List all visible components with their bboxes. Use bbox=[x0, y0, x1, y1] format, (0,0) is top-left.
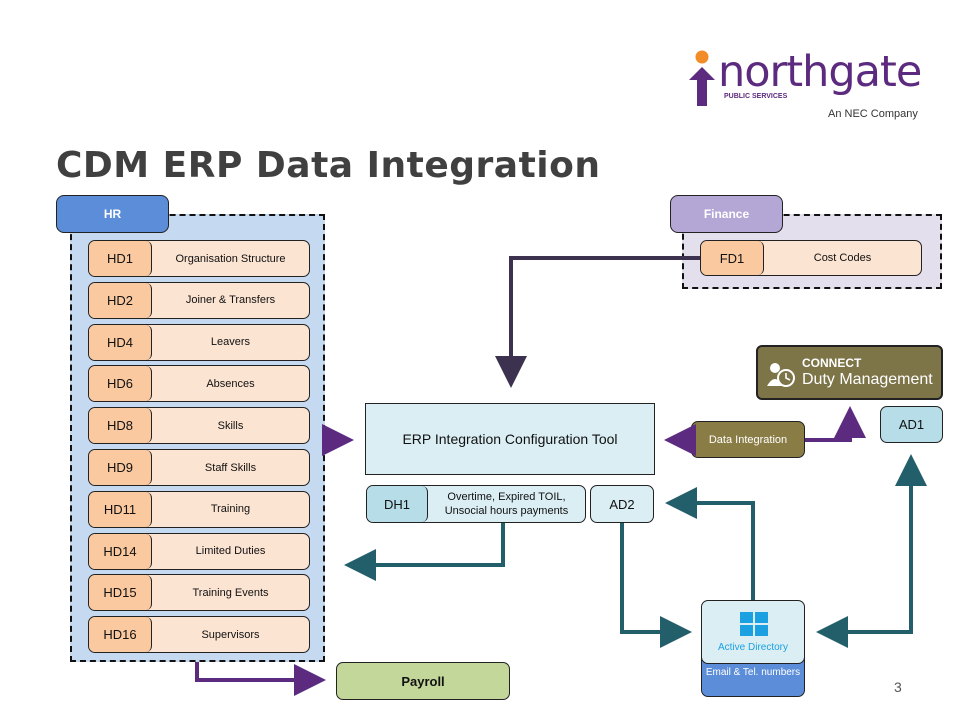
finance-item-label: Cost Codes bbox=[813, 252, 872, 264]
hr-item-code: HD1 bbox=[89, 241, 152, 276]
hr-item-code: HD9 bbox=[89, 450, 152, 485]
arrow-ad-to-ad2 bbox=[665, 487, 755, 600]
hr-item-hd8[interactable]: HD8 Skills bbox=[88, 407, 310, 445]
logo-figure-icon bbox=[689, 50, 715, 106]
connect-brand: CONNECT bbox=[802, 356, 862, 370]
ad2-box[interactable]: AD2 bbox=[590, 485, 654, 523]
payroll-box[interactable]: Payroll bbox=[336, 662, 510, 700]
hr-tab[interactable]: HR bbox=[56, 195, 169, 233]
active-directory-group[interactable]: Email & Tel. numbers Active Directory bbox=[701, 600, 805, 697]
hr-item-label: Skills bbox=[217, 419, 244, 432]
arrow-ad2-to-ad bbox=[620, 523, 692, 648]
erp-integration-tool[interactable]: ERP Integration Configuration Tool bbox=[365, 403, 655, 475]
hr-item-label: Leavers bbox=[210, 336, 251, 349]
hr-item-label: Staff Skills bbox=[204, 461, 257, 474]
logo-brand: northgate bbox=[718, 47, 922, 97]
hr-item-hd2[interactable]: HD2 Joiner & Transfers bbox=[88, 281, 310, 319]
page-number: 3 bbox=[894, 679, 902, 695]
hr-item-label: Supervisors bbox=[201, 628, 260, 641]
hr-item-code: HD16 bbox=[89, 617, 152, 653]
connect-product: Duty Management bbox=[802, 371, 933, 388]
finance-tab[interactable]: Finance bbox=[670, 195, 783, 233]
arrow-ad1-to-ad bbox=[816, 462, 913, 648]
hr-item-hd4[interactable]: HD4 Leavers bbox=[88, 323, 310, 361]
finance-item-code: FD1 bbox=[701, 241, 764, 275]
hr-item-label: Limited Duties bbox=[195, 545, 266, 558]
finance-item-fd1[interactable]: FD1 Cost Codes bbox=[700, 240, 922, 276]
logo-tagline: PUBLIC SERVICES bbox=[724, 93, 788, 100]
active-directory-box: Active Directory bbox=[701, 600, 805, 664]
dh1-code: DH1 bbox=[367, 486, 428, 522]
hr-item-hd14[interactable]: HD14 Limited Duties bbox=[88, 532, 310, 570]
connect-duty-management-logo[interactable]: CONNECT Duty Management bbox=[756, 345, 943, 400]
hr-item-code: HD2 bbox=[89, 282, 152, 318]
dh1-label: Overtime, Expired TOIL, Unsocial hours p… bbox=[428, 486, 585, 522]
active-directory-label: Active Directory bbox=[717, 642, 788, 653]
arrow-data-integration-to-connect bbox=[805, 406, 866, 442]
hr-item-label: Joiner & Transfers bbox=[185, 294, 276, 307]
hr-item-hd11[interactable]: HD11 Training bbox=[88, 490, 310, 528]
email-tel-label: Email & Tel. numbers bbox=[705, 667, 801, 678]
hr-item-label: Absences bbox=[206, 377, 255, 390]
data-integration-box[interactable]: Data Integration bbox=[691, 421, 805, 458]
hr-item-code: HD4 bbox=[89, 324, 152, 360]
ad1-box[interactable]: AD1 bbox=[880, 406, 943, 443]
hr-item-hd16[interactable]: HD16 Supervisors bbox=[88, 616, 310, 654]
northgate-logo: northgate PUBLIC SERVICES An NEC Company bbox=[686, 46, 926, 126]
hr-item-label: Training Events bbox=[192, 586, 269, 599]
hr-item-hd9[interactable]: HD9 Staff Skills bbox=[88, 449, 310, 486]
hr-item-label: Organisation Structure bbox=[175, 252, 286, 265]
hr-item-hd15[interactable]: HD15 Training Events bbox=[88, 574, 310, 612]
logo-company: An NEC Company bbox=[828, 108, 918, 120]
hr-item-hd6[interactable]: HD6 Absences bbox=[88, 365, 310, 403]
arrow-finance-to-erp bbox=[495, 256, 700, 388]
dh1-label-line1: Overtime, Expired TOIL, bbox=[447, 491, 566, 503]
page-title: CDM ERP Data Integration bbox=[56, 145, 601, 186]
arrow-hr-to-payroll bbox=[195, 662, 326, 696]
windows-icon bbox=[740, 612, 768, 636]
clock-person-icon bbox=[767, 363, 795, 387]
hr-item-code: HD8 bbox=[89, 408, 152, 444]
hr-item-code: HD11 bbox=[89, 491, 152, 527]
hr-item-code: HD14 bbox=[89, 533, 152, 569]
hr-item-label: Training bbox=[210, 503, 251, 516]
dh1-label-line2: Unsocial hours payments bbox=[444, 505, 569, 517]
dh1-box[interactable]: DH1 Overtime, Expired TOIL, Unsocial hou… bbox=[366, 485, 586, 523]
hr-item-code: HD6 bbox=[89, 366, 152, 402]
hr-item-hd1[interactable]: HD1 Organisation Structure bbox=[88, 240, 310, 277]
arrow-dh1-to-hr bbox=[344, 523, 505, 581]
hr-item-code: HD15 bbox=[89, 575, 152, 611]
